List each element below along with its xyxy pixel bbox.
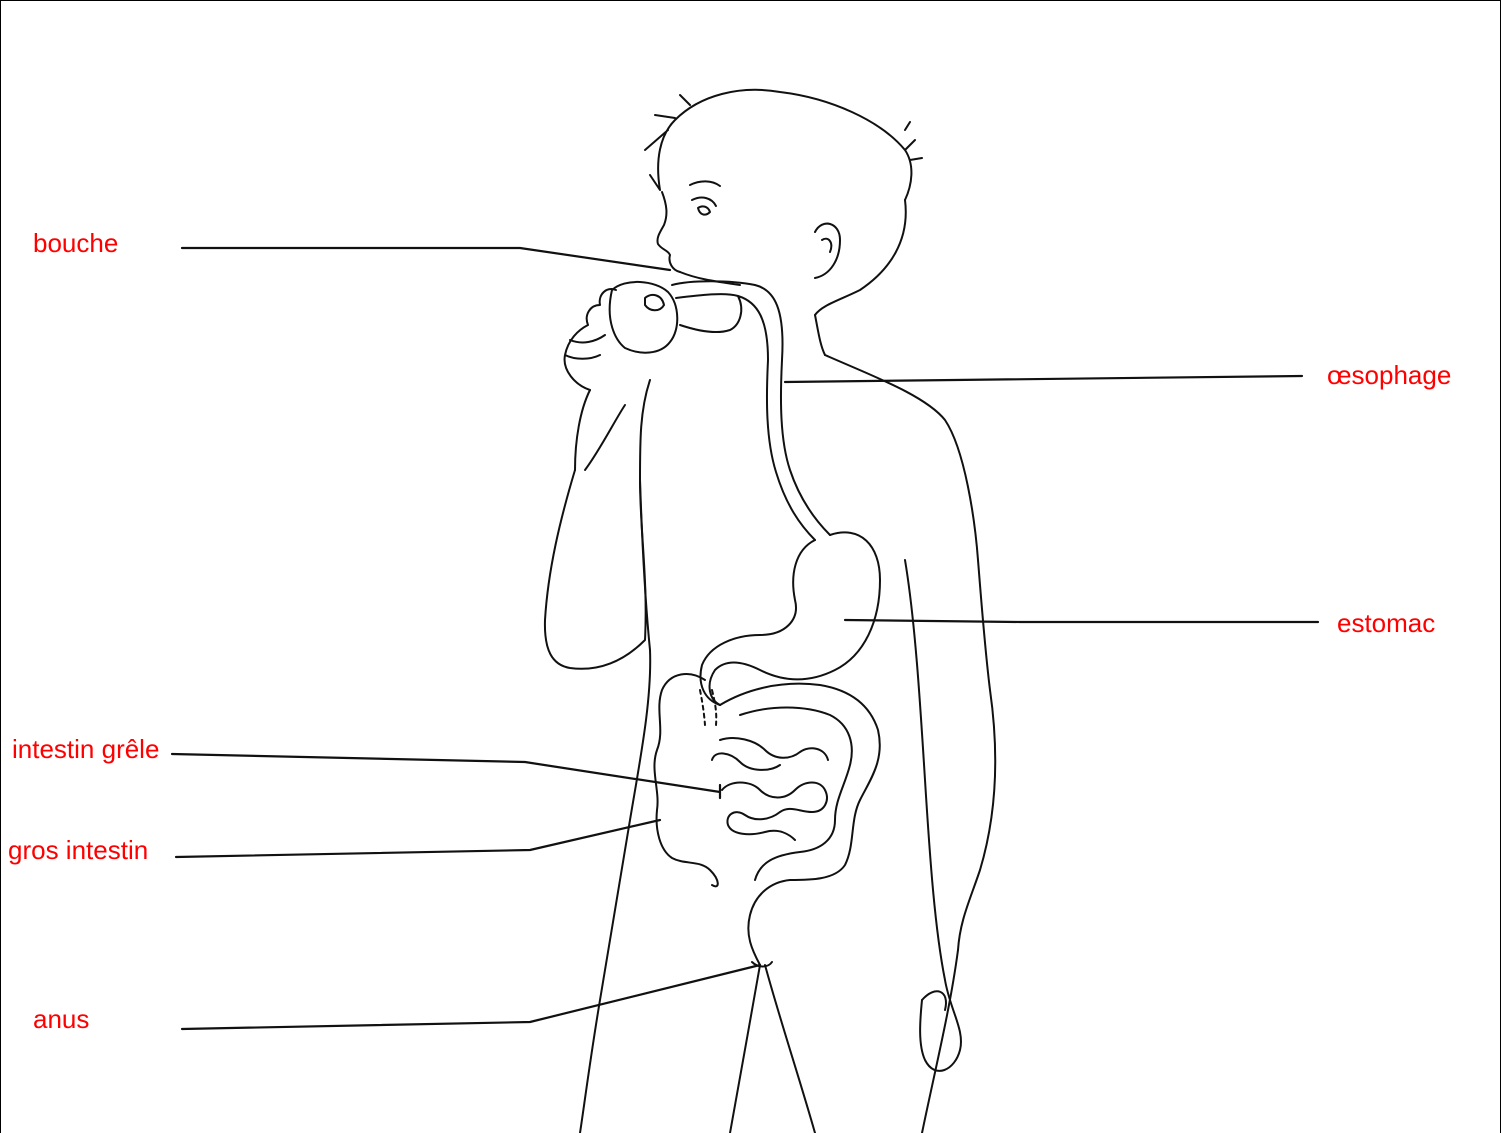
small-intestine [712,738,828,840]
torso-front [580,480,650,1133]
ear [815,224,840,278]
intestine-dotted [700,690,716,725]
label-bouche: bouche [33,230,118,256]
back [825,355,995,950]
stomach [710,532,880,705]
hand [565,289,616,390]
head-back [815,200,906,315]
label-intestin-grele: intestin grêle [12,736,159,762]
forearm [575,390,625,470]
mouth-cavity [672,281,755,332]
front-arm [545,380,650,669]
apple-bite [645,295,664,310]
leader-estomac [845,620,1318,622]
oesophagus-tube-inner [738,296,815,540]
boy-figure [545,90,995,1133]
large-intestine-inner [740,708,852,881]
eye [692,198,716,215]
face [657,192,680,272]
label-anus: anus [33,1006,89,1032]
right-leg [765,965,815,1133]
label-oesophage: œsophage [1327,362,1451,388]
hair [645,90,922,200]
eyebrow [690,181,720,186]
leader-anus [182,965,760,1029]
leader-oesophage [785,376,1302,382]
neck-back [815,315,825,355]
apple [610,282,678,353]
leader-gros-intestin [176,820,660,857]
left-leg [730,965,760,1133]
large-intestine [654,674,879,965]
digestive-tract [654,281,880,966]
label-gros-intestin: gros intestin [8,837,148,863]
leader-lines [172,248,1318,1029]
right-hand [922,991,946,1010]
back-leg [922,950,958,1133]
right-arm [905,560,961,1071]
label-estomac: estomac [1337,610,1435,636]
leader-bouche [182,248,670,270]
